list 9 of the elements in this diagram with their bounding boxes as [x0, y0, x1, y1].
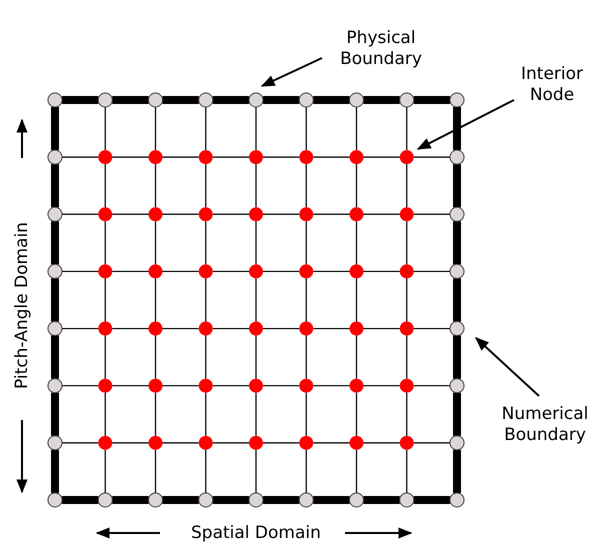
axis-label: Pitch-Angle Domain — [11, 222, 32, 388]
leader-arrow — [474, 337, 540, 397]
callout-label: Physical Boundary — [321, 28, 441, 70]
callout-label: Interior Node — [512, 64, 592, 106]
leader-arrow — [260, 57, 322, 87]
axis-label: Spatial Domain — [191, 522, 321, 544]
leader-arrow — [416, 99, 514, 150]
interior-node-dot — [400, 150, 414, 164]
callout-label: Numerical Boundary — [485, 404, 597, 446]
